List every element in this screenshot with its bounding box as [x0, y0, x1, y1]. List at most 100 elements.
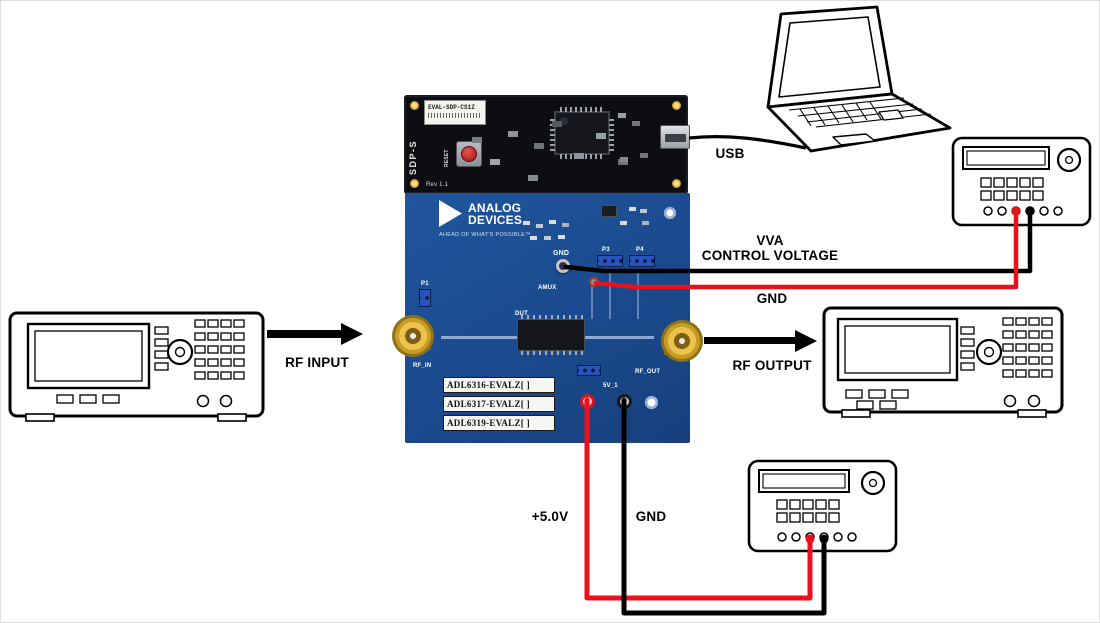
rf-input-arrow: [267, 323, 363, 345]
key: [1028, 330, 1040, 339]
dut-chip: [517, 315, 585, 355]
key: [79, 394, 97, 404]
mini-usb-slot: [665, 134, 686, 142]
power-supply-top-display-inner: [966, 150, 1046, 166]
key: [879, 400, 897, 410]
spectrum-analyzer: [822, 306, 1064, 418]
laptop-lid: [766, 5, 894, 109]
laptop: [766, 5, 952, 153]
vva-label-line1: VVA: [756, 233, 784, 248]
key: [1041, 369, 1053, 378]
key: [220, 332, 232, 341]
power-supply-bottom-terminals: [777, 532, 857, 542]
terminal: [1011, 206, 1021, 216]
gnd-test-point: [556, 259, 570, 273]
terminal: [777, 532, 787, 542]
p1-jumper: [419, 289, 431, 307]
mounting-hole: [645, 396, 658, 409]
key: [828, 499, 840, 510]
softkey: [960, 338, 975, 347]
power-supply-top-body: [951, 136, 1092, 227]
laptop-drive-bay: [878, 109, 904, 121]
key: [1015, 356, 1027, 365]
usb-label: USB: [715, 146, 745, 161]
terminal: [791, 532, 801, 542]
banana-plug-red: [1011, 206, 1021, 216]
key: [1002, 317, 1014, 326]
power-supply-bottom-knob: [860, 470, 886, 496]
key: [1002, 356, 1014, 365]
key: [220, 345, 232, 354]
vva-control-voltage-label: VVA CONTROL VOLTAGE: [650, 233, 890, 263]
trace: [591, 285, 593, 319]
gnd-ref-label: GND: [553, 250, 570, 257]
dut-pins-bottom: [521, 351, 583, 355]
power-supply-bottom-body: [747, 459, 898, 553]
reset-button: [461, 146, 477, 162]
key: [1032, 190, 1044, 201]
model-label-text: ADL6317-EVALZ[ ]: [447, 399, 530, 409]
front-connector: [1027, 394, 1041, 408]
laptop-base: [766, 92, 952, 153]
analog-devices-logo-icon: [439, 200, 462, 227]
mounting-pad: [672, 101, 681, 110]
dut-ref-label: DUT: [515, 311, 528, 317]
front-connector: [1003, 394, 1017, 408]
mini-usb-connector: [660, 125, 690, 149]
key: [815, 512, 827, 523]
spectrum-analyzer-display-inner: [844, 325, 951, 374]
power-supply-bottom-display: [758, 469, 850, 493]
key: [233, 358, 245, 367]
terminal: [1039, 206, 1049, 216]
key: [1041, 330, 1053, 339]
banana-plug-black: [819, 534, 829, 544]
chip-pin1-dot: [560, 117, 568, 125]
key: [1028, 343, 1040, 352]
mounting-hole: [664, 207, 676, 219]
softkey: [154, 362, 169, 371]
key: [1019, 190, 1031, 201]
key: [868, 389, 886, 399]
power-supply-top: [951, 136, 1092, 227]
mounting-pad: [672, 179, 681, 188]
key: [220, 319, 232, 328]
sdp-rev-label: Rev 1.1: [426, 182, 449, 188]
key: [1015, 330, 1027, 339]
key: [789, 512, 801, 523]
key: [207, 319, 219, 328]
key: [1006, 177, 1018, 188]
sdp-side-label: SDP-S: [408, 139, 418, 175]
spectrum-analyzer-keypad: [1002, 317, 1053, 378]
key: [194, 371, 206, 380]
terminal: [1025, 206, 1035, 216]
smd-components: [523, 221, 530, 225]
key: [993, 190, 1005, 201]
key: [1002, 369, 1014, 378]
brand-tagline: AHEAD OF WHAT'S POSSIBLE™: [439, 232, 531, 238]
key: [233, 319, 245, 328]
mounting-pad: [410, 179, 419, 188]
key: [845, 389, 863, 399]
signal-generator: [8, 311, 265, 422]
key: [194, 345, 206, 354]
key: [1041, 356, 1053, 365]
eval-board: ANALOG DEVICES AHEAD OF WHAT'S POSSIBLE™…: [392, 193, 703, 443]
signal-generator-body: [8, 311, 265, 418]
model-labels: ADL6316-EVALZ[ ] ADL6317-EVALZ[ ] ADL631…: [443, 377, 555, 434]
vva-terminal: [589, 277, 599, 287]
small-chip: [601, 205, 617, 217]
terminal: [1053, 206, 1063, 216]
key: [776, 499, 788, 510]
key: [1015, 343, 1027, 352]
key: [993, 177, 1005, 188]
signal-generator-keypad: [194, 319, 245, 380]
terminal: [983, 206, 993, 216]
power-supply-bottom-display-inner: [762, 473, 846, 489]
model-label-text: ADL6319-EVALZ[ ]: [447, 418, 530, 428]
vva-label-line2: CONTROL VOLTAGE: [701, 248, 839, 263]
key: [233, 332, 245, 341]
dut-pins-top: [521, 315, 583, 319]
power-supply-top-display: [962, 146, 1050, 170]
instrument-foot: [25, 413, 55, 422]
key: [776, 512, 788, 523]
